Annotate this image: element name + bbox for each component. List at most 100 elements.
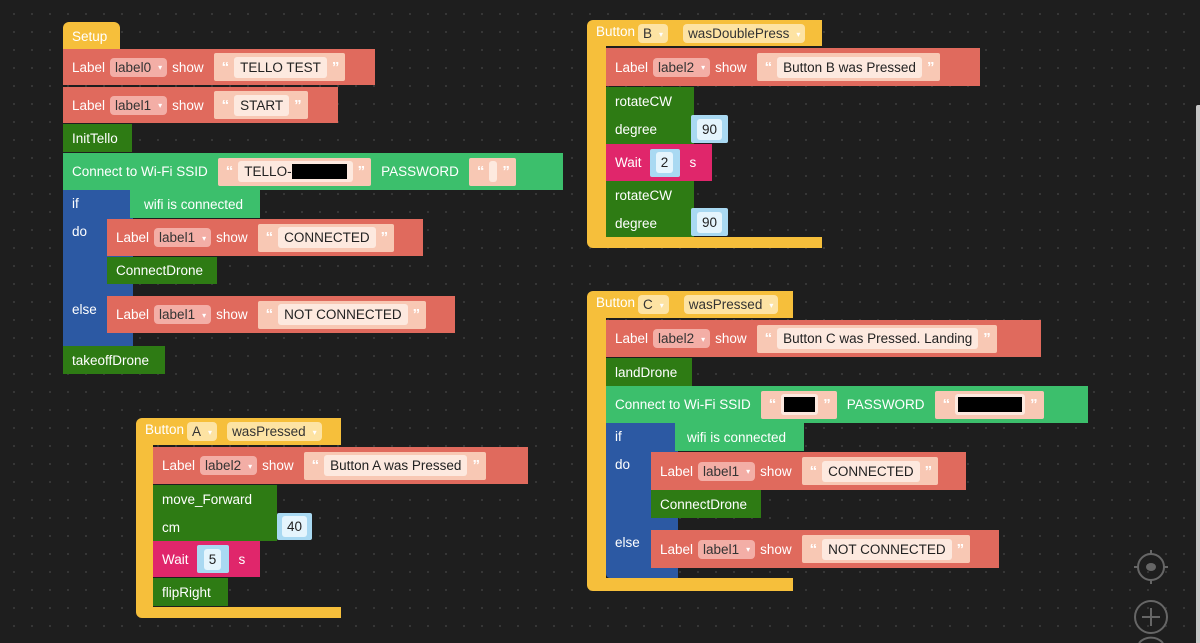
- label-show-block[interactable]: Label label1▾ show “NOT CONNECTED”: [651, 530, 999, 568]
- number-block[interactable]: 5: [196, 545, 229, 573]
- string-block[interactable]: “Button A was Pressed”: [303, 451, 486, 480]
- label-dropdown[interactable]: label2▾: [200, 456, 258, 475]
- label-dropdown[interactable]: label0▾: [110, 57, 168, 77]
- label-dropdown[interactable]: label1▾: [698, 539, 756, 559]
- block-label: Connect to Wi-Fi SSID: [615, 397, 751, 412]
- wifi-connected-block[interactable]: wifi is connected: [130, 190, 260, 218]
- distance-input[interactable]: 40: [281, 516, 308, 537]
- redacted-box: [958, 397, 1023, 413]
- label-dropdown[interactable]: label2▾: [653, 329, 711, 348]
- label-dropdown[interactable]: label1▾: [154, 305, 212, 324]
- show-keyword: show: [760, 541, 792, 557]
- plus-icon[interactable]: [1133, 599, 1169, 643]
- password-input[interactable]: [955, 393, 1026, 416]
- dropdown-value: wasDoublePress: [688, 26, 790, 41]
- dropdown-value: A: [192, 424, 202, 439]
- block-label: wifi is connected: [687, 429, 787, 445]
- wait-block[interactable]: Wait 5 s: [153, 541, 260, 577]
- string-input[interactable]: Button C was Pressed. Landing: [777, 328, 979, 349]
- string-block[interactable]: “CONNECTED”: [801, 457, 939, 485]
- connect-wifi-block[interactable]: Connect to Wi-Fi SSID “” PASSWORD “”: [606, 386, 1088, 423]
- flip-right-block[interactable]: flipRight: [153, 578, 228, 606]
- button-dropdown[interactable]: C▾: [638, 295, 669, 314]
- ssid-input[interactable]: [781, 393, 819, 416]
- label-show-block[interactable]: Label label2▾ show “Button B was Pressed…: [606, 48, 980, 86]
- wifi-connected-block[interactable]: wifi is connected: [675, 423, 804, 451]
- string-input[interactable]: NOT CONNECTED: [822, 538, 952, 560]
- seconds-unit: s: [238, 551, 246, 567]
- label-show-block[interactable]: Label label1▾ show “CONNECTED”: [651, 452, 966, 490]
- string-block[interactable]: “CONNECTED”: [257, 223, 395, 252]
- string-block[interactable]: “Button C was Pressed. Landing”: [756, 324, 997, 353]
- label-show-block[interactable]: Label label1▾ show “NOT CONNECTED”: [107, 296, 455, 333]
- label-dropdown[interactable]: label2▾: [653, 57, 711, 77]
- degree-input[interactable]: 90: [696, 118, 723, 140]
- label-keyword: Label: [72, 59, 106, 75]
- label-dropdown[interactable]: label1▾: [154, 228, 212, 247]
- seconds-input[interactable]: 2: [655, 152, 674, 173]
- target-icon[interactable]: [1133, 549, 1169, 585]
- number-block[interactable]: 90: [691, 115, 728, 143]
- rotate-cw-block[interactable]: rotateCW degree: [606, 181, 694, 237]
- connect-drone-block[interactable]: ConnectDrone: [107, 257, 217, 284]
- ssid-string-block[interactable]: “”: [760, 390, 837, 419]
- event-dropdown[interactable]: wasDoublePress▾: [683, 24, 806, 43]
- label-show-block[interactable]: Label label2▾ show “Button A was Pressed…: [153, 447, 528, 484]
- init-tello-block[interactable]: InitTello: [63, 124, 132, 152]
- land-drone-block[interactable]: landDrone: [606, 358, 692, 386]
- string-input[interactable]: TELLO TEST: [234, 56, 327, 78]
- label-dropdown[interactable]: label1▾: [110, 95, 168, 115]
- seconds-input[interactable]: 5: [203, 548, 222, 570]
- dropdown-value: label1: [115, 97, 152, 113]
- event-dropdown[interactable]: wasPressed▾: [683, 295, 779, 314]
- event-dropdown[interactable]: wasPressed▾: [227, 422, 322, 441]
- string-block[interactable]: “NOT CONNECTED”: [801, 535, 971, 563]
- label-dropdown[interactable]: label1▾: [698, 461, 756, 481]
- number-block[interactable]: 90: [691, 208, 728, 236]
- else-keyword: else: [615, 535, 640, 550]
- string-input[interactable]: Button B was Pressed: [777, 56, 922, 78]
- label-show-block[interactable]: Label label0▾ show “TELLO TEST”: [63, 49, 375, 85]
- cm-keyword: cm: [162, 519, 180, 535]
- setup-hat-block[interactable]: Setup: [63, 22, 120, 50]
- open-quote-icon: “: [225, 163, 234, 180]
- rotate-cw-block[interactable]: rotateCW degree: [606, 87, 694, 144]
- label-show-block[interactable]: Label label1▾ show “START”: [63, 87, 338, 123]
- string-block[interactable]: “TELLO TEST”: [213, 53, 346, 81]
- string-input[interactable]: Button A was Pressed: [324, 455, 468, 476]
- wait-block[interactable]: Wait 2 s: [606, 144, 712, 181]
- string-input[interactable]: START: [234, 94, 290, 116]
- string-block[interactable]: “Button B was Pressed”: [756, 53, 941, 81]
- number-block[interactable]: 40: [277, 513, 312, 540]
- button-dropdown[interactable]: B▾: [638, 24, 669, 43]
- button-keyword: Button: [596, 295, 636, 310]
- password-string-block[interactable]: “”: [934, 390, 1044, 419]
- open-quote-icon: “: [265, 306, 274, 323]
- string-input[interactable]: CONNECTED: [822, 460, 920, 482]
- button-dropdown[interactable]: A▾: [187, 422, 218, 441]
- string-input[interactable]: NOT CONNECTED: [278, 304, 408, 325]
- move-forward-block[interactable]: move_Forward cm: [153, 485, 277, 541]
- string-block[interactable]: “NOT CONNECTED”: [257, 300, 427, 329]
- if-keyword: if: [615, 429, 622, 444]
- takeoff-drone-block[interactable]: takeoffDrone: [63, 346, 165, 374]
- password-string-block[interactable]: “”: [468, 157, 516, 186]
- if-keyword: if: [72, 196, 79, 211]
- number-block[interactable]: 2: [649, 148, 680, 177]
- chevron-down-icon: ▾: [746, 467, 751, 477]
- string-block[interactable]: “START”: [213, 91, 308, 119]
- degree-input[interactable]: 90: [696, 211, 723, 233]
- chevron-down-icon: ▾: [202, 310, 207, 320]
- chevron-down-icon: ▾: [659, 300, 664, 310]
- label-show-block[interactable]: Label label2▾ show “Button C was Pressed…: [606, 320, 1041, 357]
- label-show-block[interactable]: Label label1▾ show “CONNECTED”: [107, 219, 423, 256]
- ssid-string-block[interactable]: “TELLO-”: [217, 157, 372, 186]
- password-input[interactable]: [489, 161, 498, 182]
- ssid-input[interactable]: TELLO-: [238, 160, 353, 183]
- connect-drone-block[interactable]: ConnectDrone: [651, 490, 761, 518]
- open-quote-icon: “: [221, 96, 230, 114]
- vertical-scrollbar[interactable]: [1196, 105, 1200, 643]
- connect-wifi-block[interactable]: Connect to Wi-Fi SSID “TELLO-” PASSWORD …: [63, 153, 563, 190]
- string-input[interactable]: CONNECTED: [278, 227, 376, 248]
- show-keyword: show: [216, 230, 248, 245]
